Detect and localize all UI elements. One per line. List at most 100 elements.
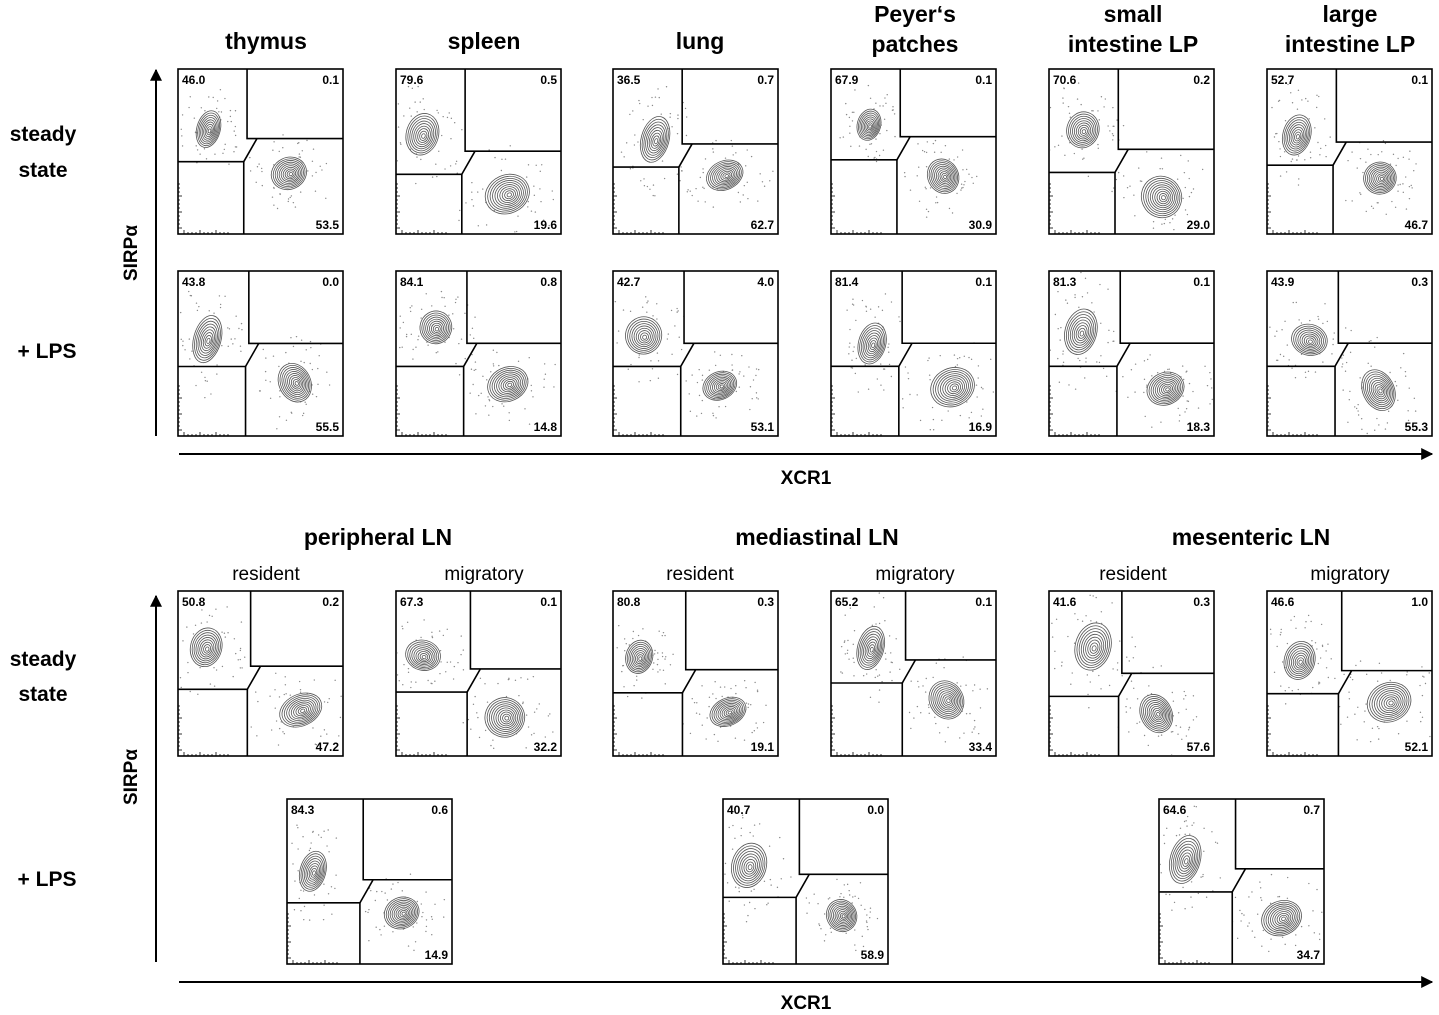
event-dot [1057, 144, 1060, 147]
x-axis-label-lower: XCR1 [781, 993, 832, 1014]
event-dot [276, 207, 279, 210]
event-dot [459, 209, 461, 212]
event-dot [277, 744, 280, 746]
contour-line [1291, 323, 1328, 356]
event-dot [397, 103, 400, 105]
gate-double-positive [1337, 271, 1432, 344]
contour-line [635, 327, 653, 346]
event-dot [712, 206, 715, 208]
event-dot [743, 375, 745, 377]
contour-line [928, 680, 965, 720]
event-dot [1186, 815, 1189, 818]
event-dot [224, 97, 226, 100]
event-dot [882, 597, 885, 599]
event-dot [422, 98, 424, 100]
event-dot [198, 601, 200, 604]
contour-line [411, 120, 435, 150]
event-dot [1278, 140, 1280, 143]
event-dot [1386, 422, 1389, 424]
event-dot [298, 680, 301, 683]
contour-line [397, 908, 409, 919]
event-dot [990, 358, 992, 361]
event-dot [840, 892, 842, 895]
event-dot [635, 675, 638, 678]
event-dot [397, 674, 399, 676]
event-dot [726, 882, 729, 884]
contour-line [1368, 166, 1393, 190]
event-dot [1079, 359, 1081, 362]
contour-line [430, 322, 443, 335]
percent-top-left: 80.8 [617, 595, 641, 609]
event-dot [199, 82, 201, 84]
event-dot [676, 311, 678, 313]
event-dot [921, 149, 924, 152]
event-dot [492, 363, 495, 365]
event-dot [1343, 673, 1345, 676]
event-dot [740, 827, 743, 830]
event-dot [927, 359, 929, 362]
event-dot [1183, 690, 1185, 693]
event-dot [1186, 825, 1188, 827]
contour-line [1290, 126, 1305, 146]
contour-line [389, 901, 415, 925]
event-dot [851, 111, 854, 114]
event-dot [1260, 896, 1262, 899]
event-dot [1085, 615, 1087, 617]
contour-line [647, 127, 665, 154]
event-dot [518, 694, 520, 697]
event-dot [200, 107, 203, 109]
event-dot [227, 120, 229, 123]
event-dot [485, 224, 488, 226]
contour-line [498, 375, 520, 394]
contour-line [417, 128, 430, 143]
contour-line [1363, 161, 1397, 195]
density-layer [724, 814, 879, 952]
event-dot [283, 693, 285, 696]
event-dot [1424, 682, 1427, 685]
event-dot [855, 319, 857, 322]
event-dot [273, 204, 275, 206]
event-dot [222, 152, 224, 155]
event-dot [739, 371, 741, 373]
event-dot [853, 346, 855, 348]
event-dot [218, 111, 220, 113]
percent-top-left: 50.8 [182, 595, 206, 609]
event-dot [1321, 911, 1323, 914]
event-dot [443, 916, 445, 918]
event-dot [637, 141, 639, 143]
event-dot [1109, 130, 1111, 132]
event-dot [731, 848, 734, 850]
event-dot [1304, 371, 1307, 373]
event-dot [1074, 388, 1077, 390]
event-dot [1277, 359, 1279, 362]
event-dot [638, 354, 640, 356]
event-dot [1293, 615, 1296, 618]
contour-line [505, 380, 514, 389]
event-dot [1355, 407, 1358, 410]
event-dot [439, 672, 441, 675]
event-dot [839, 896, 841, 898]
event-dot [260, 167, 263, 170]
event-dot [540, 200, 542, 203]
event-dot [182, 640, 184, 642]
event-dot [956, 357, 959, 360]
event-dot [1327, 643, 1329, 645]
event-dot [305, 403, 307, 406]
contour-line [866, 641, 877, 657]
event-dot [638, 99, 640, 102]
event-dot [674, 325, 676, 327]
column-title-peyers-line2: patches [872, 31, 959, 57]
event-dot [292, 863, 294, 865]
event-dot [779, 836, 781, 839]
percent-top-left: 79.6 [400, 73, 424, 87]
contour-line [1080, 631, 1107, 664]
event-dot [749, 386, 752, 388]
contour-line [1292, 652, 1308, 671]
event-dot [1160, 734, 1163, 736]
event-dot [854, 944, 856, 946]
contour-line [1165, 387, 1170, 392]
contour-line [421, 654, 427, 660]
contour-line [1072, 118, 1095, 143]
event-dot [1067, 635, 1069, 638]
